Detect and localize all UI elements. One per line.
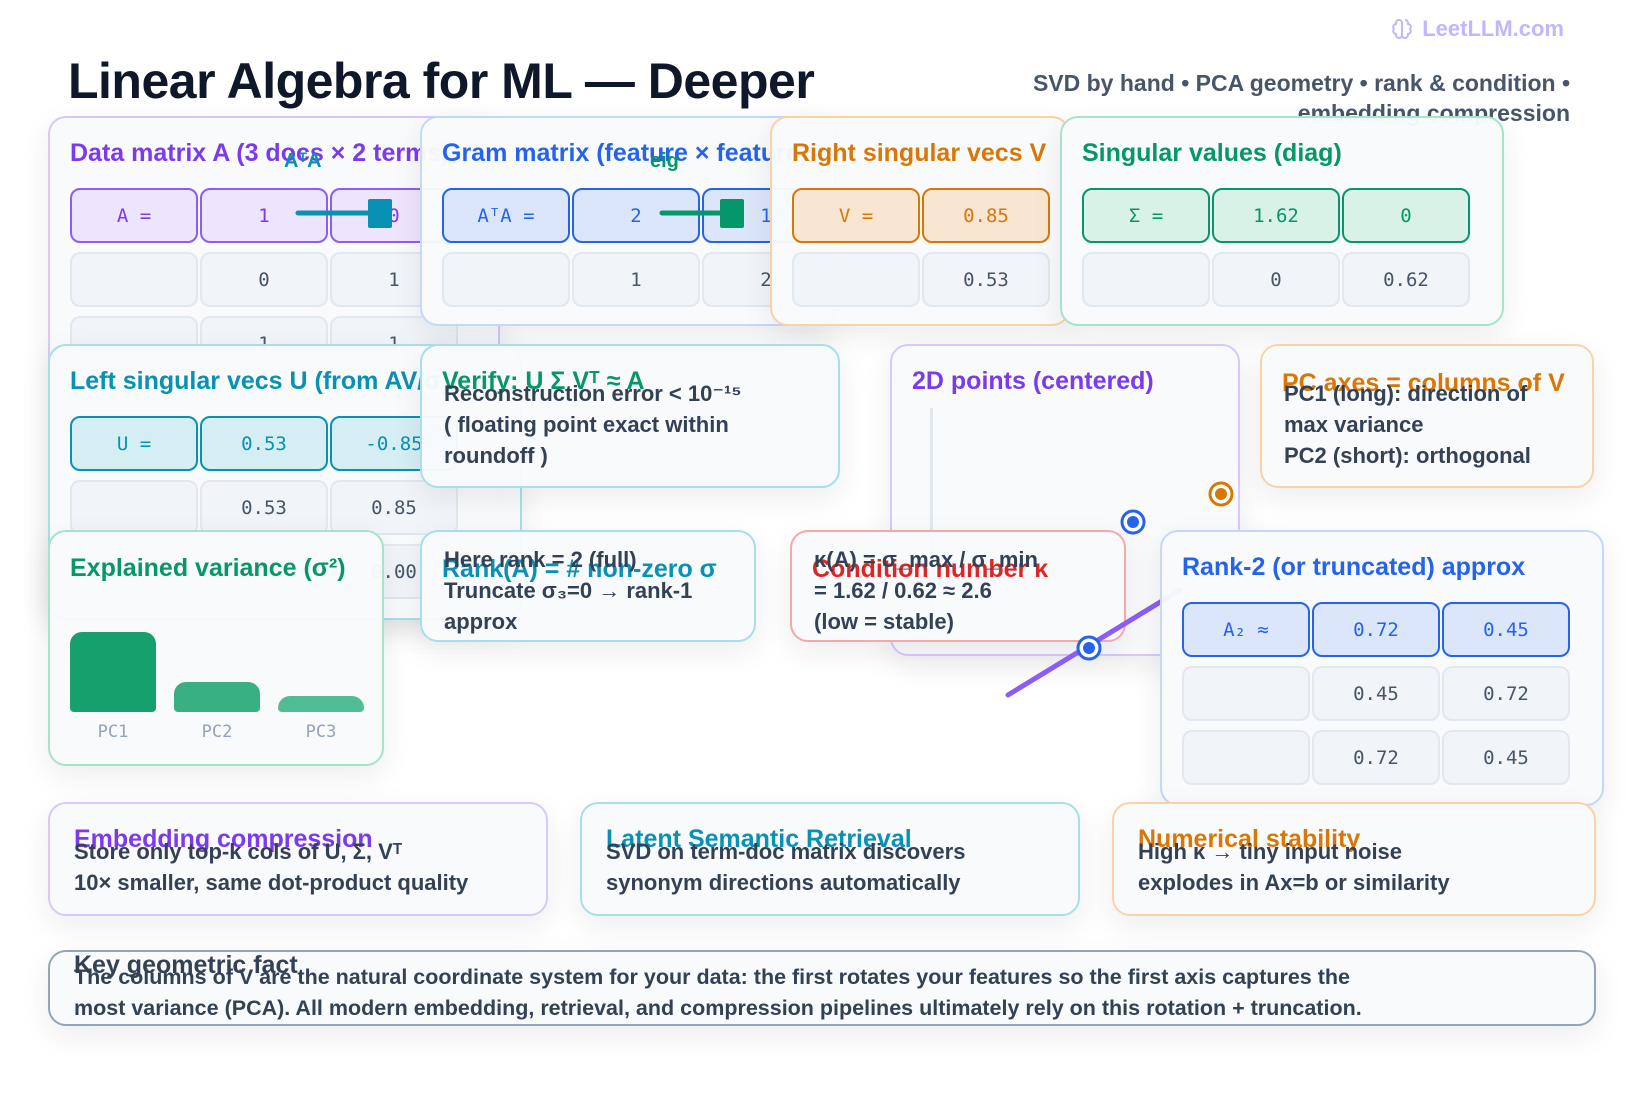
matrix-cell: 0.45 xyxy=(1442,602,1570,657)
matrix-row-label xyxy=(70,480,198,535)
explained-variance-card: Explained variance (σ²) PC1 PC2 PC3 xyxy=(48,530,384,766)
verify-line: Reconstruction error < 10⁻¹⁵ xyxy=(444,381,742,406)
rank-line: Truncate σ₃=0 → rank-1 xyxy=(444,578,693,603)
matrix-cell: 0.53 xyxy=(200,416,328,471)
right-vecs-card: Right singular vecs V V = 0.85 0.53 xyxy=(770,116,1070,326)
matrix-row-label xyxy=(442,252,570,307)
matrix-cell: 0.45 xyxy=(1442,730,1570,785)
stability-title: Numerical stability xyxy=(1138,825,1361,853)
variance-bar-label: PC2 xyxy=(201,722,233,742)
ata-arrow-label: AᵀA xyxy=(284,150,322,172)
pc-axes-card: PC axes = columns of V PC1 (long): direc… xyxy=(1260,344,1594,488)
lsr-title: Latent Semantic Retrieval xyxy=(606,825,912,853)
matrix-row-label xyxy=(1182,666,1310,721)
verify-line: ( floating point exact within xyxy=(444,412,729,437)
gram-matrix-title: Gram matrix (feature × feature) xyxy=(442,139,809,167)
matrix-label: AᵀA = xyxy=(442,188,570,243)
page-subtitle: SVD by hand • PCA geometry • rank & cond… xyxy=(1032,70,1570,126)
key-fact-line: The columns of V are the natural coordin… xyxy=(74,965,1350,989)
matrix-row-label xyxy=(70,252,198,307)
data-matrix-title: Data matrix A (3 docs × 2 terms) xyxy=(70,139,450,167)
embedding-line: Store only top-k cols of U, Σ, Vᵀ xyxy=(74,839,403,864)
variance-bar-pc1 xyxy=(70,632,156,712)
condition-line: = 1.62 / 0.62 ≈ 2.6 xyxy=(814,578,992,603)
singular-values-card: Singular values (diag) Σ = 1.62 0 0 0.62 xyxy=(1060,116,1504,326)
key-fact-title: Key geometric fact xyxy=(74,951,298,979)
rank-line: Here rank = 2 (full) xyxy=(444,547,637,572)
pc-axes-line: PC1 (long): direction of xyxy=(1284,381,1528,406)
verify-title: Verify: U Σ Vᵀ ≈ A xyxy=(442,367,645,395)
right-vecs-title: Right singular vecs V xyxy=(792,139,1047,167)
matrix-cell: 0.45 xyxy=(1312,666,1440,721)
lsr-line: synonym directions automatically xyxy=(606,870,961,895)
matrix-cell: 1.62 xyxy=(1212,188,1340,243)
matrix-cell: 0 xyxy=(1212,252,1340,307)
rank-line: approx xyxy=(444,609,518,634)
brand-logo[interactable]: LeetLLM.com xyxy=(1390,16,1564,42)
matrix-cell: 0.72 xyxy=(1312,730,1440,785)
matrix-cell: 0.72 xyxy=(1442,666,1570,721)
brand-text: LeetLLM.com xyxy=(1422,16,1564,41)
matrix-cell: 1 xyxy=(200,188,328,243)
matrix-row-label xyxy=(792,252,920,307)
matrix-cell: 0.72 xyxy=(1312,602,1440,657)
matrix-row-label xyxy=(1082,252,1210,307)
matrix-cell: 0.62 xyxy=(1342,252,1470,307)
variance-bar-label: PC1 xyxy=(97,722,129,742)
matrix-cell: 0.53 xyxy=(922,252,1050,307)
rank-card: Rank(A) = # non-zero σ Here rank = 2 (fu… xyxy=(420,530,756,642)
condition-line: κ(A) = σ_max / σ_min xyxy=(814,547,1038,572)
eig-arrow-label: eig xyxy=(650,150,679,172)
rank2-title: Rank-2 (or truncated) approx xyxy=(1182,553,1526,581)
left-vecs-title: Left singular vecs U (from AV/σ) xyxy=(70,367,450,395)
matrix-row-label xyxy=(1182,730,1310,785)
pc-axes-title: PC axes = columns of V xyxy=(1282,369,1565,397)
matrix-cell: 0 xyxy=(200,252,328,307)
matrix-cell: 1 xyxy=(572,252,700,307)
matrix-label: A = xyxy=(70,188,198,243)
embedding-title: Embedding compression xyxy=(74,825,373,853)
condition-line: (low = stable) xyxy=(814,609,954,634)
embedding-card: Embedding compression Store only top-k c… xyxy=(48,802,548,916)
page-title: Linear Algebra for ML — Deeper xyxy=(68,53,815,109)
stability-line: High κ → tiny input noise xyxy=(1138,839,1403,864)
pc-axes-line: max variance xyxy=(1284,412,1424,437)
stability-card: Numerical stability High κ → tiny input … xyxy=(1112,802,1596,916)
matrix-label: U = xyxy=(70,416,198,471)
lsr-card: Latent Semantic Retrieval SVD on term-do… xyxy=(580,802,1080,916)
variance-bar-pc3 xyxy=(278,696,364,712)
condition-title: Condition number κ xyxy=(812,555,1049,583)
verify-card: Verify: U Σ Vᵀ ≈ A Reconstruction error … xyxy=(420,344,840,488)
stability-line: explodes in Ax=b or similarity xyxy=(1138,870,1450,895)
brain-icon xyxy=(1392,18,1412,39)
matrix-label: A₂ ≈ xyxy=(1182,602,1310,657)
key-fact-card: Key geometric fact The columns of V are … xyxy=(48,950,1596,1026)
y-axis-line xyxy=(930,408,933,636)
explained-variance-title: Explained variance (σ²) xyxy=(70,554,346,582)
singular-values-title: Singular values (diag) xyxy=(1082,139,1342,167)
matrix-label: V = xyxy=(792,188,920,243)
lsr-line: SVD on term-doc matrix discovers xyxy=(606,839,966,864)
rank-title: Rank(A) = # non-zero σ xyxy=(442,555,717,583)
matrix-cell: 0.53 xyxy=(200,480,328,535)
condition-card: Condition number κ κ(A) = σ_max / σ_min … xyxy=(790,530,1126,642)
matrix-label: Σ = xyxy=(1082,188,1210,243)
points-2d-title: 2D points (centered) xyxy=(912,367,1154,395)
rank2-approx-card: Rank-2 (or truncated) approx A₂ ≈ 0.72 0… xyxy=(1160,530,1604,806)
matrix-cell: 0.85 xyxy=(922,188,1050,243)
matrix-cell: 0.85 xyxy=(330,480,458,535)
variance-bar-pc2 xyxy=(174,681,260,712)
matrix-cell: 2 xyxy=(572,188,700,243)
verify-line: roundoff ) xyxy=(444,443,548,468)
matrix-cell: 0 xyxy=(1342,188,1470,243)
embedding-line: 10× smaller, same dot-product quality xyxy=(74,870,469,895)
variance-bar-label: PC3 xyxy=(305,722,337,742)
pc-axes-line: PC2 (short): orthogonal xyxy=(1284,443,1531,468)
key-fact-line: most variance (PCA). All modern embeddin… xyxy=(74,996,1362,1020)
